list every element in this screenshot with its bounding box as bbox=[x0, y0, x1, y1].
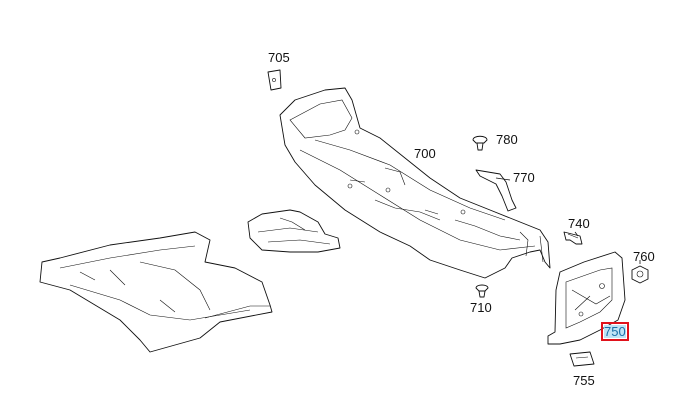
main-heat-shield-700 bbox=[279, 87, 551, 279]
leader-lines bbox=[495, 177, 641, 264]
callout-705[interactable]: 705 bbox=[268, 50, 290, 65]
clip-740-part bbox=[563, 231, 583, 245]
front-underbody-panel bbox=[39, 231, 273, 353]
middle-heat-shield bbox=[247, 209, 341, 253]
callout-780[interactable]: 780 bbox=[496, 132, 518, 147]
callout-710[interactable]: 710 bbox=[470, 300, 492, 315]
bolt-780-part bbox=[472, 135, 488, 151]
callout-770[interactable]: 770 bbox=[513, 170, 535, 185]
clip-755-part bbox=[569, 351, 595, 367]
bolt-710-part bbox=[475, 284, 489, 298]
bracket-770-part bbox=[475, 169, 517, 212]
callout-760[interactable]: 760 bbox=[633, 249, 655, 264]
bracket-plate-750-part bbox=[547, 251, 626, 345]
callout-755[interactable]: 755 bbox=[573, 373, 595, 388]
callout-750-selected[interactable]: 750 bbox=[601, 322, 629, 341]
callout-700[interactable]: 700 bbox=[414, 146, 436, 161]
callout-740[interactable]: 740 bbox=[568, 216, 590, 231]
nut-760-part bbox=[631, 265, 649, 284]
clip-705-part bbox=[267, 69, 282, 91]
